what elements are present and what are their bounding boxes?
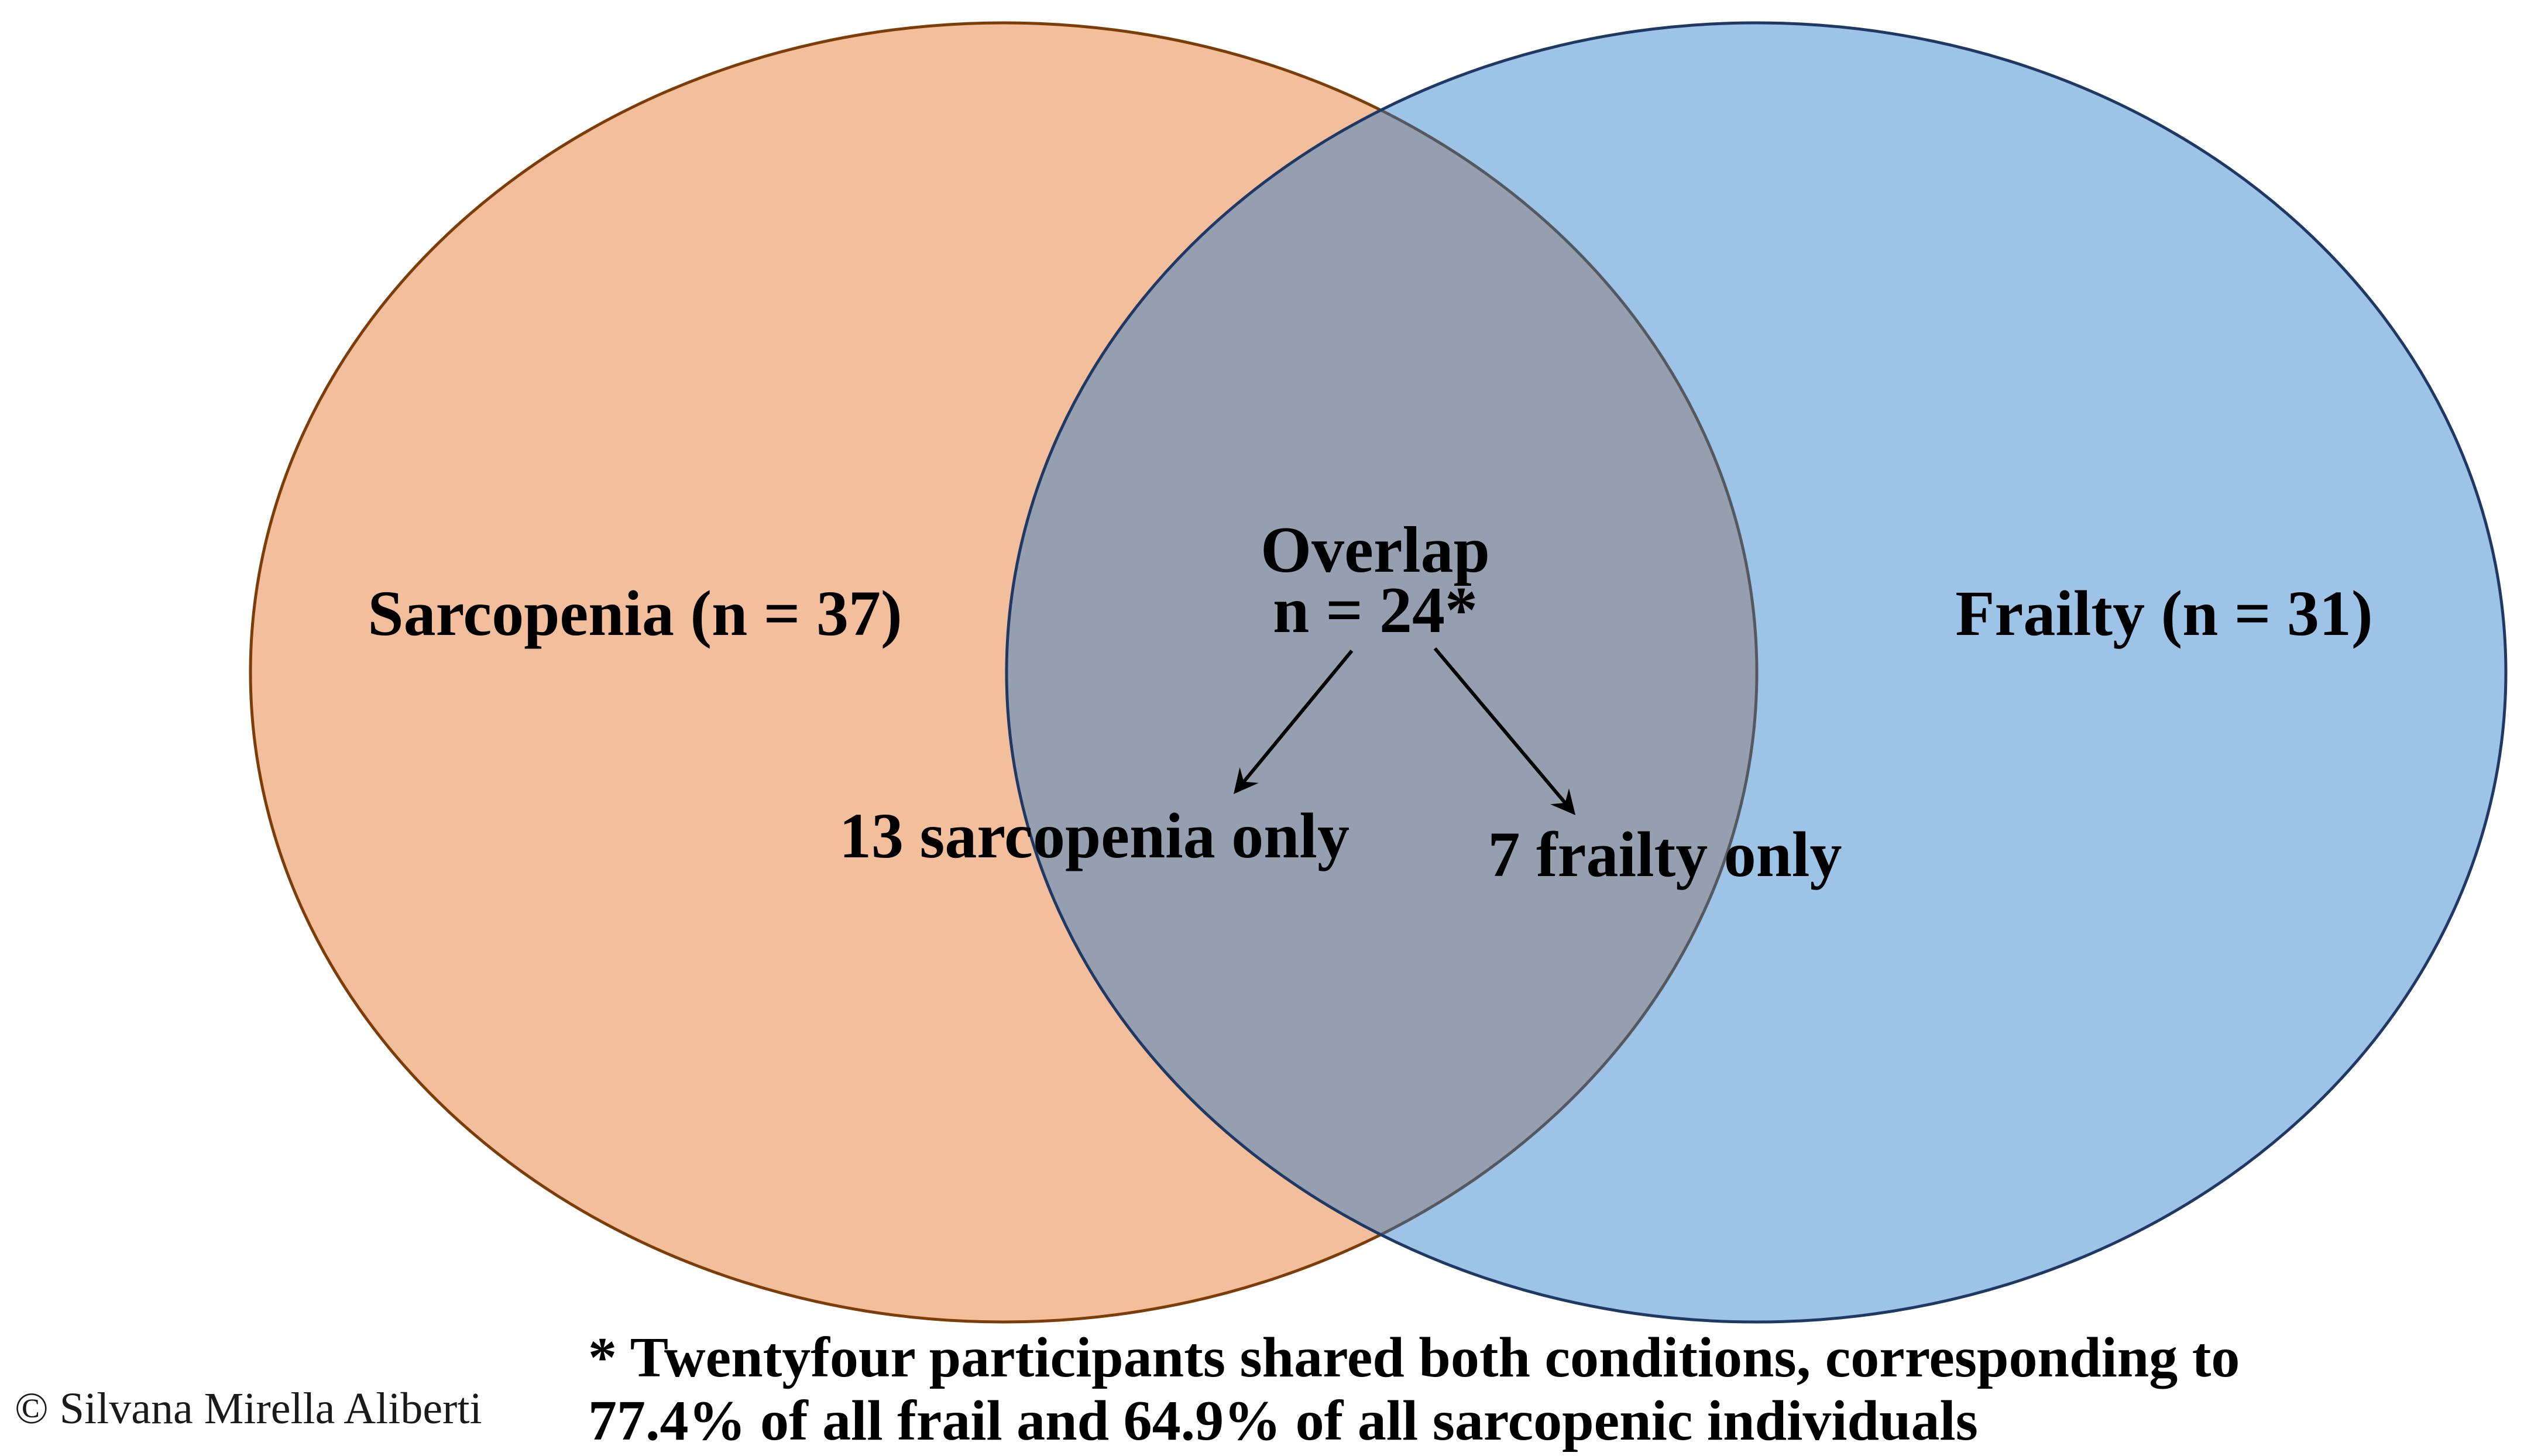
sarcopenia-ellipse xyxy=(250,23,1757,1322)
arrow-to-sarcopenia-only xyxy=(1233,650,1354,794)
frailty-ellipse-border xyxy=(1005,21,2508,1324)
overlap-count-label: n = 24* xyxy=(1273,574,1478,647)
arrow-to-frailty-only xyxy=(1433,647,1576,815)
sarcopenia-ellipse-border xyxy=(249,21,1759,1324)
frailty-ellipse xyxy=(1007,23,2506,1322)
overlap-title-label: Overlap xyxy=(1261,514,1490,586)
frailty-set-label: Frailty (n = 31) xyxy=(1955,578,2372,649)
footnote-line-2: 77.4% of all frail and 64.9% of all sarc… xyxy=(588,1389,1978,1452)
sarcopenia-set-label: Sarcopenia (n = 37) xyxy=(368,578,902,649)
footnote-line-1: * Twentyfour participants shared both co… xyxy=(588,1326,2240,1389)
frailty-only-label: 7 frailty only xyxy=(1488,819,1842,890)
sarcopenia-only-label: 13 sarcopenia only xyxy=(839,800,1349,871)
copyright-label: © Silvana Mirella Aliberti xyxy=(15,1384,482,1433)
